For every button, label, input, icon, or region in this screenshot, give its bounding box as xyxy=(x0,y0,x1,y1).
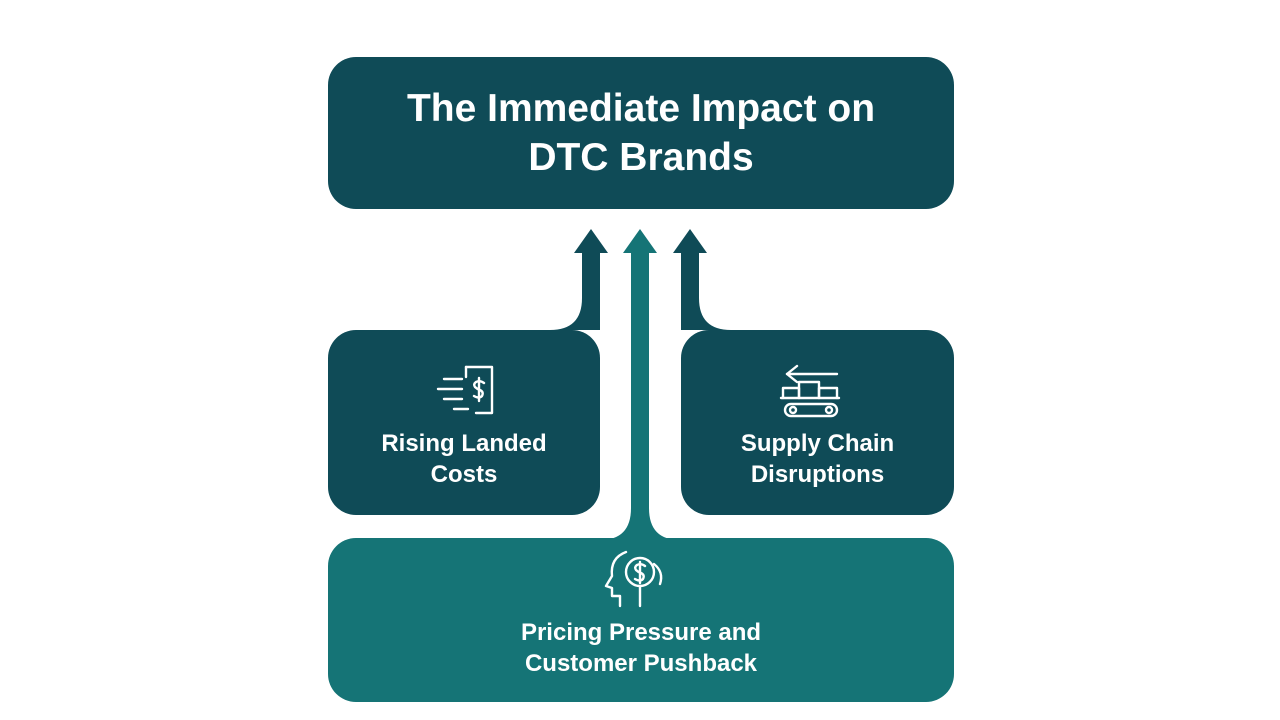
label-line-2: Costs xyxy=(430,461,498,488)
title-box: The Immediate Impact on DTC Brands xyxy=(328,57,954,209)
supply-chain-disruptions-label: Supply Chain Disruptions xyxy=(681,428,954,490)
right-arrow xyxy=(673,229,731,330)
dollar-document-icon xyxy=(436,363,502,419)
head-dollar-icon xyxy=(598,548,670,608)
conveyor-return-icon xyxy=(779,360,845,420)
diagram-title: The Immediate Impact on DTC Brands xyxy=(406,87,876,179)
left-arrow xyxy=(550,229,608,330)
supply-chain-disruptions-box: Supply Chain Disruptions xyxy=(681,330,954,515)
label-line-1: Supply Chain xyxy=(740,430,895,457)
center-arrow xyxy=(623,229,657,540)
label-line-2: Disruptions xyxy=(750,461,885,488)
label-line-1: Rising Landed xyxy=(381,430,547,457)
rising-landed-costs-box: Rising Landed Costs xyxy=(328,330,600,515)
pricing-pressure-box: Pricing Pressure and Customer Pushback xyxy=(328,538,954,702)
label-line-1: Pricing Pressure and xyxy=(520,619,762,646)
rising-landed-costs-label: Rising Landed Costs xyxy=(328,428,600,490)
pricing-pressure-label: Pricing Pressure and Customer Pushback xyxy=(328,617,954,679)
label-line-2: Customer Pushback xyxy=(524,650,758,677)
